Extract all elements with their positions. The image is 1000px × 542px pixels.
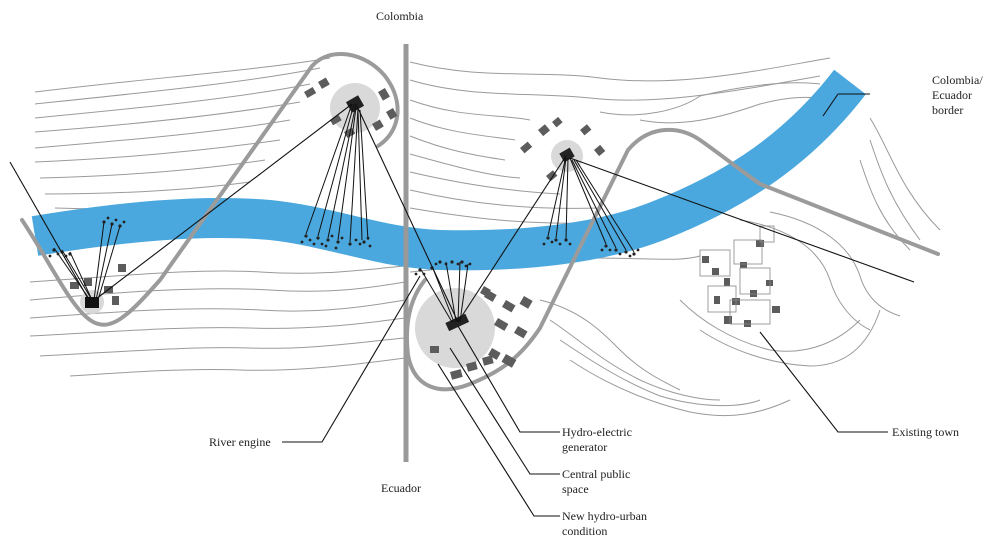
label-leaders (282, 93, 888, 517)
loop-central (406, 127, 940, 392)
label-new-line2: condition (562, 524, 607, 538)
buildings (70, 77, 780, 380)
label-central-line1: Central public (562, 467, 630, 481)
label-colombia: Colombia (376, 9, 424, 23)
label-border-line1: Colombia/ (932, 73, 983, 87)
loop-south-tail (404, 278, 427, 357)
cables (53, 103, 635, 323)
label-hydro-line2: generator (562, 440, 607, 454)
hydro-generator-central (445, 313, 470, 332)
label-border-line3: border (932, 103, 963, 117)
river (31, 69, 866, 271)
river-engines (48, 216, 640, 276)
label-border-line2: Ecuador (932, 88, 972, 102)
connector-lines (9, 103, 915, 323)
label-hydro-line1: Hydro-electric (562, 425, 632, 439)
label-central-line2: space (562, 482, 589, 496)
label-river-engine: River engine (209, 435, 271, 449)
hydro-generator-west (85, 297, 99, 308)
hydro-generator-east (559, 147, 575, 163)
label-existing-town: Existing town (892, 425, 959, 439)
label-new-line1: New hydro-urban (562, 509, 647, 523)
existing-town-blocks (699, 225, 775, 325)
loop-west (20, 51, 400, 327)
label-ecuador: Ecuador (381, 481, 421, 495)
settlement-loops (20, 51, 940, 392)
